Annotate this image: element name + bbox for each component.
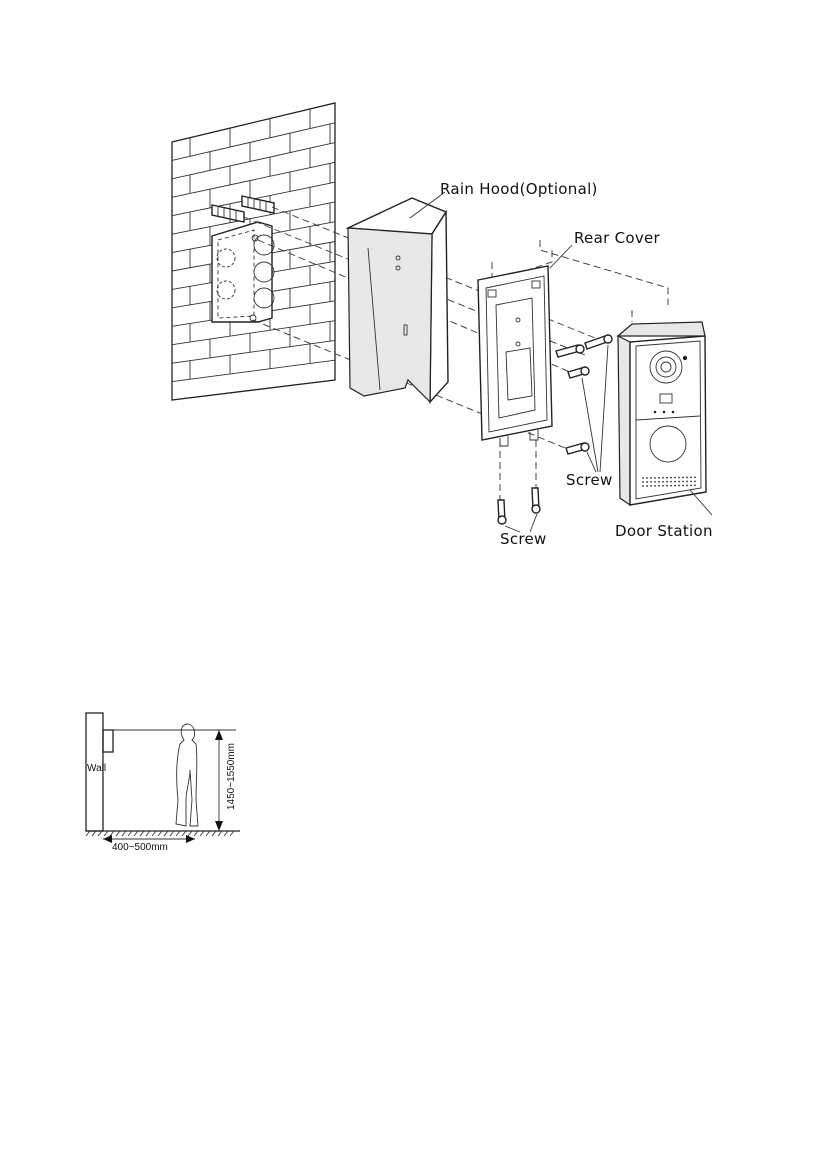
distance-label: 400~500mm xyxy=(112,842,168,853)
screw xyxy=(532,488,540,513)
rain-hood xyxy=(348,192,448,402)
rain-hood-label: Rain Hood(Optional) xyxy=(440,180,598,198)
rear-cover-label: Rear Cover xyxy=(574,229,661,247)
door-station-label: Door Station xyxy=(615,522,713,540)
height-diagram: Wall 1450~1550mm 400~500mm xyxy=(86,713,240,853)
wall-anchors xyxy=(212,196,274,222)
door-station xyxy=(618,322,712,515)
screw xyxy=(556,345,584,357)
screw-label-right: Screw xyxy=(566,471,613,489)
screw xyxy=(566,443,589,454)
screw xyxy=(568,367,589,378)
mounted-device xyxy=(103,730,113,752)
electrical-box xyxy=(212,222,274,322)
person-figure xyxy=(176,724,198,826)
height-label: 1450~1550mm xyxy=(226,743,237,810)
screw xyxy=(498,500,506,524)
alignment-lines xyxy=(244,207,668,505)
wall-label: Wall xyxy=(87,763,106,774)
screw-label-bottom: Screw xyxy=(500,530,547,548)
